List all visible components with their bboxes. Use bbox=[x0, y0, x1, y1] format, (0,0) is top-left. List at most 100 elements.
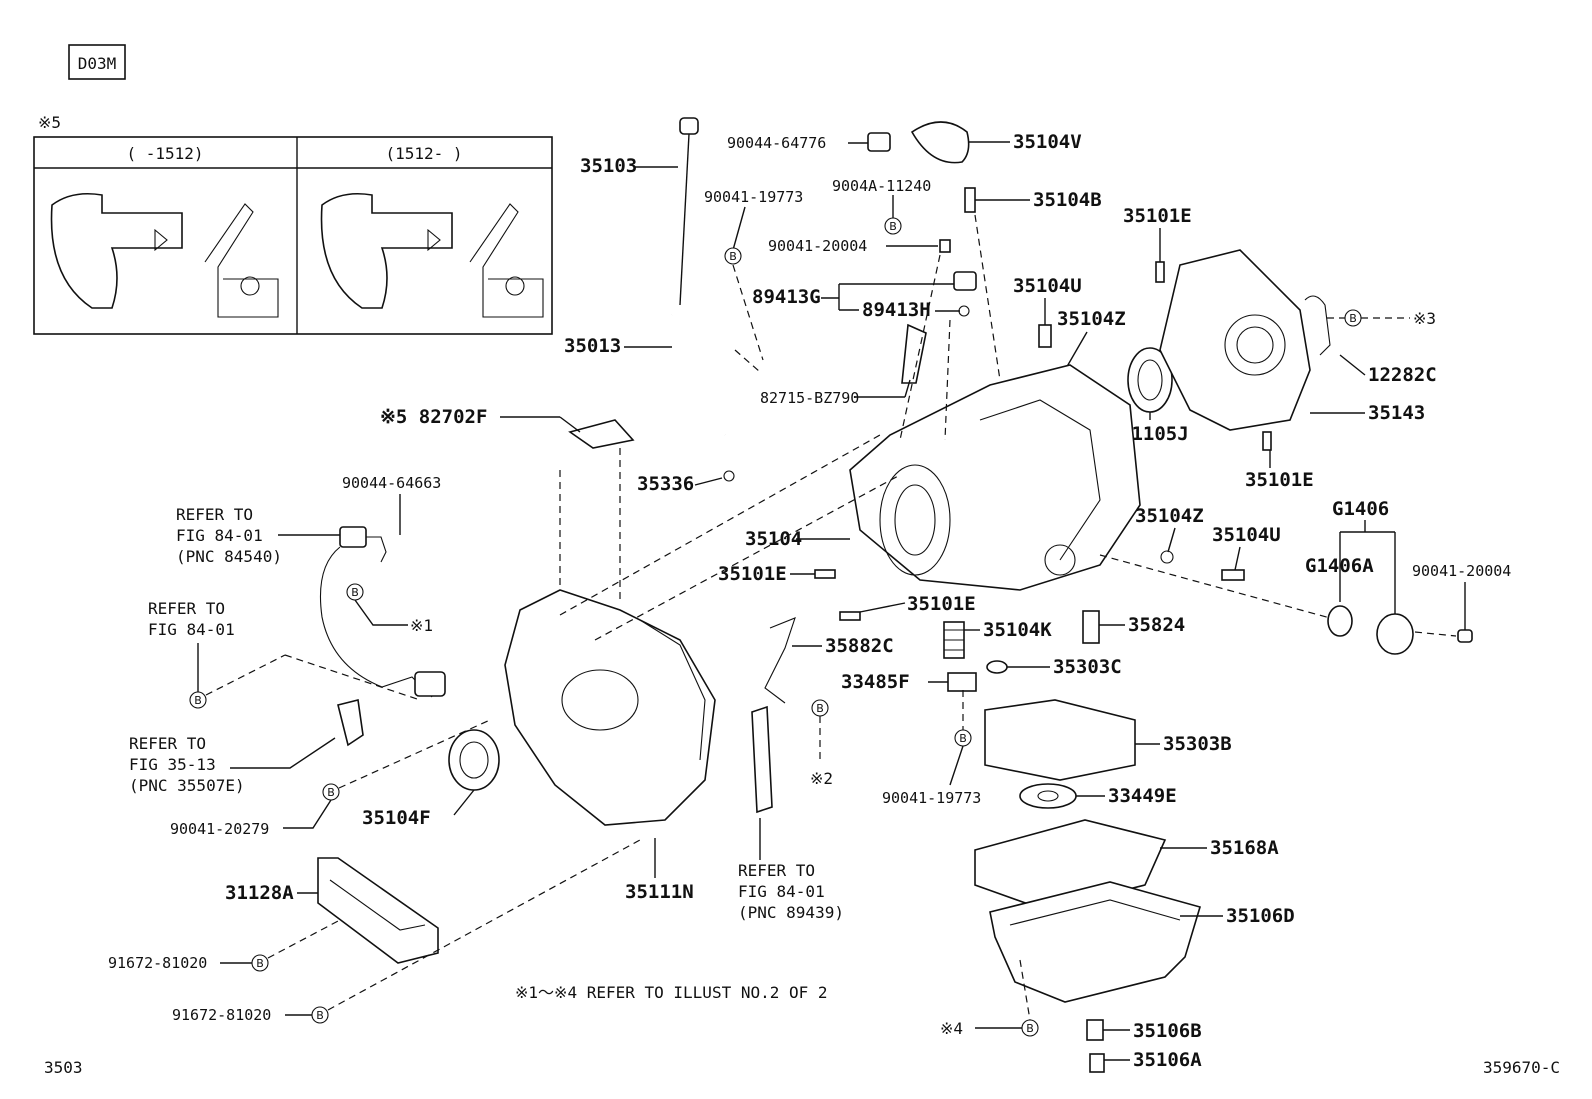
gasket-35104Z-mid bbox=[1160, 550, 1174, 564]
ref2-line1: REFER TO bbox=[148, 599, 225, 618]
diagram-code: D03M bbox=[78, 54, 117, 73]
b-mark: B bbox=[954, 729, 972, 747]
mark-2: ※2 bbox=[810, 769, 833, 788]
label-G1406: G1406 bbox=[1332, 498, 1389, 520]
label-31128A: 31128A bbox=[225, 882, 294, 904]
ref1-line2: FIG 84-01 bbox=[176, 526, 263, 545]
svg-text:B: B bbox=[327, 786, 335, 799]
label-91672-81020-b: 91672-81020 bbox=[172, 1006, 271, 1024]
bracket-variant-late bbox=[320, 192, 544, 318]
svg-text:B: B bbox=[816, 702, 824, 715]
footer-right-code: 359670-C bbox=[1483, 1058, 1560, 1077]
label-35104Z-mid: 35104Z bbox=[1135, 505, 1204, 527]
plate-31128A bbox=[317, 857, 439, 964]
plug-35106A bbox=[1089, 1053, 1105, 1073]
label-35104F: 35104F bbox=[362, 807, 431, 829]
connector-90044-64776 bbox=[867, 132, 891, 152]
label-33485F: 33485F bbox=[841, 671, 910, 693]
svg-text:B: B bbox=[1026, 1022, 1034, 1035]
ref4-line3: (PNC 89439) bbox=[738, 903, 844, 922]
label-35101E-top: 35101E bbox=[1123, 205, 1192, 227]
label-82715-BZ790: 82715-BZ790 bbox=[760, 389, 859, 407]
transaxle-case-35104 bbox=[849, 364, 1141, 591]
diagram-code-box: D03M bbox=[68, 44, 126, 80]
label-35101E-a: 35101E bbox=[718, 563, 787, 585]
sensor-89413G bbox=[953, 271, 977, 291]
bracket-33485F bbox=[947, 672, 977, 692]
wire-harness bbox=[319, 546, 433, 698]
spring-35104K bbox=[943, 621, 965, 659]
label-35106A: 35106A bbox=[1133, 1049, 1202, 1071]
sensor-35507E bbox=[337, 699, 364, 747]
svg-text:B: B bbox=[316, 1009, 324, 1022]
label-33449E: 33449E bbox=[1108, 785, 1177, 807]
bolt-90041-20004-right bbox=[1457, 629, 1473, 643]
ref1-line3: (PNC 84540) bbox=[176, 547, 282, 566]
label-35104: 35104 bbox=[745, 528, 802, 550]
label-89413G: 89413G bbox=[752, 286, 821, 308]
b-mark: B bbox=[311, 1006, 329, 1024]
svg-text:B: B bbox=[256, 957, 264, 970]
b-mark: B bbox=[1021, 1019, 1039, 1037]
label-89413H: 89413H bbox=[862, 299, 931, 321]
pin-35101E-a bbox=[814, 569, 836, 579]
label-35104B: 35104B bbox=[1033, 189, 1102, 211]
oil-pan-35106D bbox=[989, 881, 1202, 1003]
ref3-line2: FIG 35-13 bbox=[129, 755, 216, 774]
magnet-33449E bbox=[1019, 783, 1077, 809]
tube-35882C bbox=[764, 617, 796, 704]
label-35303B: 35303B bbox=[1163, 733, 1232, 755]
connector-90044-64663 bbox=[339, 526, 367, 548]
bolt-35104U-top bbox=[1038, 324, 1052, 348]
label-90044-64663: 90044-64663 bbox=[342, 474, 441, 492]
ref1-line1: REFER TO bbox=[176, 505, 253, 524]
switch-neutral bbox=[414, 671, 446, 697]
label-90044-64776: 90044-64776 bbox=[727, 134, 826, 152]
label-35824: 35824 bbox=[1128, 614, 1185, 636]
bracket-variant-early bbox=[50, 192, 279, 318]
label-90041-20279: 90041-20279 bbox=[170, 820, 269, 838]
label-G1406A: G1406A bbox=[1305, 555, 1374, 577]
svg-text:B: B bbox=[194, 694, 202, 707]
b-mark: B bbox=[724, 247, 742, 265]
ref4-line1: REFER TO bbox=[738, 861, 815, 880]
label-35101E-right: 35101E bbox=[1245, 469, 1314, 491]
ref2-line2: FIG 84-01 bbox=[148, 620, 235, 639]
bracket-35104V bbox=[910, 121, 970, 164]
bolt-35104U-mid bbox=[1221, 569, 1245, 581]
svg-text:B: B bbox=[1349, 312, 1357, 325]
label-35106B: 35106B bbox=[1133, 1020, 1202, 1042]
footer-note: ※1～※4 REFER TO ILLUST NO.2 OF 2 bbox=[515, 983, 828, 1002]
bracket-82702F bbox=[568, 419, 635, 449]
label-12282C: 12282C bbox=[1368, 364, 1437, 386]
inset-col-right-header: (1512- ) bbox=[385, 144, 462, 163]
ref4-line2: FIG 84-01 bbox=[738, 882, 825, 901]
svg-text:B: B bbox=[729, 250, 737, 263]
pin-35101E-right bbox=[1262, 431, 1272, 451]
pipe-35824 bbox=[1082, 610, 1100, 644]
oring-89413H bbox=[958, 305, 970, 317]
label-35143: 35143 bbox=[1368, 402, 1425, 424]
b-mark: B bbox=[884, 217, 902, 235]
label-91672-81020-a: 91672-81020 bbox=[108, 954, 207, 972]
label-35882C: 35882C bbox=[825, 635, 894, 657]
svg-text:B: B bbox=[959, 732, 967, 745]
inset-table: ( -1512) (1512- ) bbox=[33, 136, 553, 335]
label-35103: 35103 bbox=[580, 155, 637, 177]
svg-text:B: B bbox=[351, 586, 359, 599]
label-35303C: 35303C bbox=[1053, 656, 1122, 678]
inset-note-mark: ※5 bbox=[38, 113, 61, 132]
label-90041-19773-top: 90041-19773 bbox=[704, 188, 803, 206]
bracket-89439 bbox=[751, 705, 773, 814]
label-35104U-top: 35104U bbox=[1013, 275, 1082, 297]
label-90041-20004-top: 90041-20004 bbox=[768, 237, 867, 255]
b-mark: B bbox=[251, 954, 269, 972]
b-mark: B bbox=[346, 583, 364, 601]
label-35168A: 35168A bbox=[1210, 837, 1279, 859]
inset-col-left-header: ( -1512) bbox=[126, 144, 203, 163]
ref3-line3: (PNC 35507E) bbox=[129, 776, 245, 795]
sensor-G1406 bbox=[1376, 613, 1414, 655]
oring-35303C bbox=[986, 660, 1008, 674]
b-mark: B bbox=[189, 691, 207, 709]
svg-text:B: B bbox=[889, 220, 897, 233]
